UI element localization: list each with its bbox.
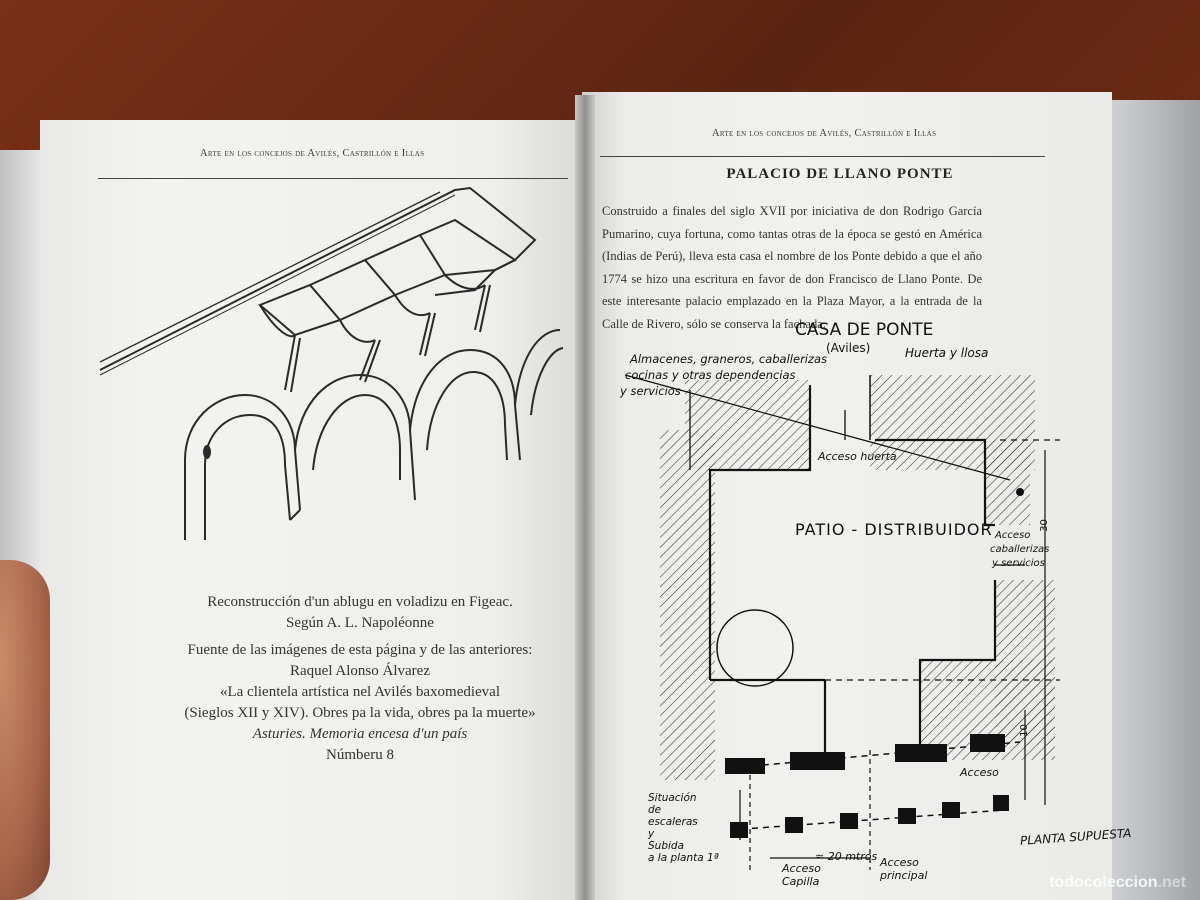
figure-caption: Reconstrucción d'un ablugu en voladizu e… — [150, 592, 570, 634]
source-line-4: (Sieglos XII y XIV). Obres pa la vida, o… — [184, 705, 536, 721]
plan-subtitle: (Aviles) — [826, 341, 871, 355]
right-running-head: Arte en los concejos de Avilés, Castrill… — [712, 128, 937, 139]
situacion-line-6: a la planta 1ª — [648, 852, 719, 864]
medida-label: ≈ 20 mtros — [815, 850, 878, 863]
left-running-head: Arte en los concejos de Avilés, Castrill… — [200, 148, 425, 159]
situacion-line-4: y — [648, 828, 655, 840]
situacion-line-2: de — [648, 804, 662, 816]
acceso-capilla-line-1: Acceso — [782, 862, 821, 875]
source-line-1: Fuente de las imágenes de esta página y … — [187, 642, 533, 658]
situacion-line-1: Situación — [648, 792, 697, 804]
watermark-suffix: .net — [1157, 874, 1186, 891]
source-block: Fuente de las imágenes de esta página y … — [130, 640, 590, 766]
acceso-capilla-line-2: Capilla — [782, 875, 820, 888]
almacenes-label-2: cocinas y otras dependencias — [625, 368, 796, 382]
left-page — [40, 120, 600, 900]
almacenes-label-3: y servicios — [620, 384, 681, 398]
acceso-principal-line-1: Acceso — [880, 856, 919, 869]
acceso-huerta-label: Acceso huerta — [818, 450, 897, 463]
watermark: todocoleccion.net — [1049, 874, 1186, 892]
patio-label: PATIO - DISTRIBUIDOR — [795, 520, 993, 539]
huerta-label: Huerta y llosa — [905, 346, 989, 360]
source-line-6: Númberu 8 — [326, 747, 394, 763]
acceso-caballerizas-2: caballerizas — [990, 544, 1050, 555]
right-header-rule — [600, 156, 1045, 157]
acceso-caballerizas-3: y servicios — [992, 558, 1045, 569]
left-header-rule — [98, 178, 568, 179]
watermark-brand: todocoleccion — [1049, 874, 1158, 891]
source-line-2: Raquel Alonso Álvarez — [290, 663, 430, 679]
plan-title: CASA DE PONTE — [795, 320, 934, 340]
floor-plan-drawing — [624, 374, 1060, 870]
situacion-line-3: escaleras — [648, 816, 698, 828]
caption-line-1: Reconstrucción d'un ablugu en voladizu e… — [207, 594, 513, 610]
acceso-caballerizas-1: Acceso — [995, 530, 1031, 541]
dimension-30: 30 — [1038, 519, 1050, 532]
acceso-principal-line-2: principal — [880, 869, 928, 882]
body-paragraph: Construido a finales del siglo XVII por … — [602, 204, 982, 331]
section-title: PALACIO DE LLANO PONTE — [726, 166, 954, 182]
source-line-3: «La clientela artística nel Avilés baxom… — [219, 684, 501, 700]
book-gutter — [575, 95, 595, 900]
acceso-capilla-label: Acceso Capilla — [782, 862, 821, 888]
almacenes-label-1: Almacenes, graneros, caballerizas — [630, 352, 828, 366]
situacion-line-5: Subida — [648, 840, 685, 852]
situacion-escaleras-label: Situación de escaleras y Subida a la pla… — [648, 792, 719, 864]
caption-line-2: Según A. L. Napoléonne — [286, 615, 434, 631]
corbel-illustration — [99, 186, 564, 540]
source-line-5: Asturies. Memoria encesa d'un país — [252, 726, 468, 742]
thumb — [0, 560, 50, 900]
acceso-label: Acceso — [960, 766, 999, 779]
dimension-10: 10 — [1018, 724, 1030, 737]
acceso-principal-label: Acceso principal — [880, 856, 927, 882]
